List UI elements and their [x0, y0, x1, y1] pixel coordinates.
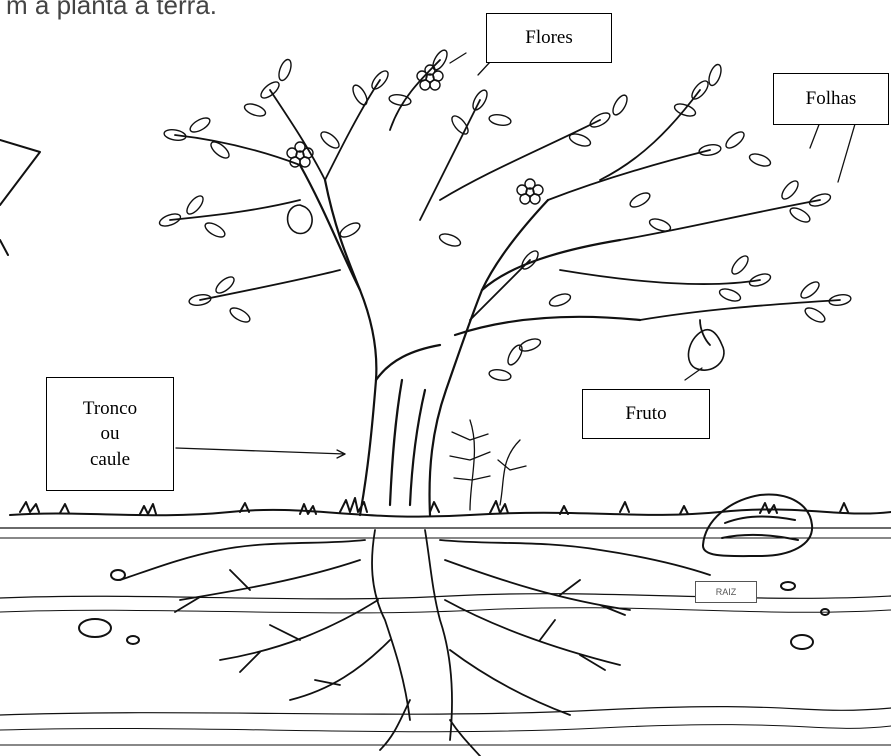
tronco-label-line2: ou	[101, 421, 120, 447]
folhas-arrow-2	[838, 124, 855, 182]
branches	[170, 60, 840, 345]
leader-lines	[176, 53, 855, 458]
flower	[517, 179, 543, 204]
tronco-label-line1: Tronco	[83, 396, 137, 422]
stones	[79, 495, 829, 649]
trunk	[300, 165, 640, 515]
flores-arrow-1	[450, 53, 466, 63]
folhas-arrow-1	[810, 122, 820, 148]
fruto-arrow	[685, 368, 702, 380]
flores-arrow-2	[478, 62, 490, 75]
folhas-label: Folhas	[773, 73, 889, 125]
roots	[120, 530, 710, 756]
raiz-label: RAIZ	[695, 581, 757, 603]
flores-label: Flores	[486, 13, 612, 63]
fruit-left	[288, 205, 313, 233]
fern-plants	[450, 420, 526, 510]
fruto-label: Fruto	[582, 389, 710, 439]
tronco-label-line3: caule	[90, 447, 130, 473]
tronco-arrow	[176, 448, 345, 454]
tronco-label: Tronco ou caule	[46, 377, 174, 491]
fruit-right	[688, 330, 723, 370]
speech-bubble-fragment	[0, 140, 40, 255]
flower	[287, 142, 313, 167]
